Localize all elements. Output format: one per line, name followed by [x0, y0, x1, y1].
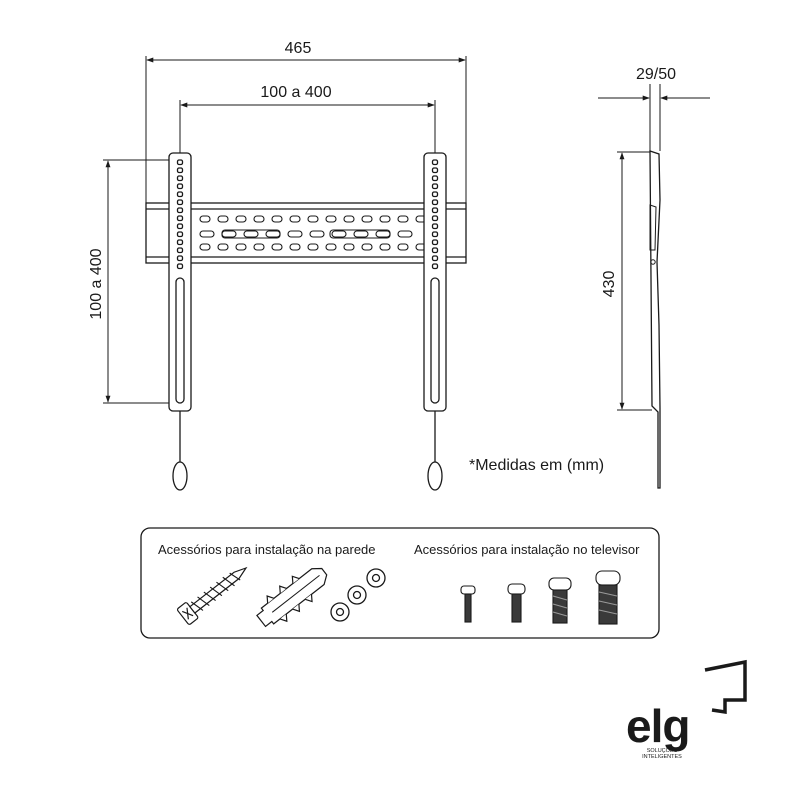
- label-total-width: 465: [285, 40, 312, 57]
- left-pull-cord: [172, 461, 188, 491]
- dimension-height: [617, 151, 652, 411]
- label-vesa-height: 100 a 400: [88, 248, 105, 319]
- brand-name: elg: [626, 700, 689, 752]
- label-depth: 29/50: [636, 66, 676, 83]
- plate-slots: [199, 215, 427, 251]
- accessories-box: [140, 527, 660, 639]
- front-view: [103, 56, 467, 491]
- dimension-total-width: [145, 56, 467, 203]
- wall-plate: [145, 202, 467, 264]
- dimension-vesa-height: [103, 159, 169, 404]
- wall-accessories-title: Acessórios para instalação na parede: [158, 542, 376, 557]
- label-vesa-width: 100 a 400: [260, 84, 331, 101]
- brand-tagline-1: SOLUÇÕES: [647, 747, 678, 754]
- washers-icon: [330, 568, 386, 622]
- right-pull-cord: [427, 461, 443, 491]
- brand-tagline-2: INTELIGENTES: [642, 754, 682, 760]
- left-arm: [168, 152, 192, 491]
- elg-logo: elg SOLUÇÕES INTELIGENTES: [626, 659, 747, 760]
- dimension-vesa-width: [179, 100, 436, 153]
- measurement-note: *Medidas em (mm): [469, 457, 604, 474]
- tv-screw-small-icon: [460, 585, 476, 623]
- tv-screw-large-icon: [548, 577, 572, 624]
- tv-accessories-title: Acessórios para instalação no televisor: [414, 542, 640, 557]
- wall-screw-icon: [176, 566, 248, 625]
- label-height: 430: [601, 271, 618, 298]
- dimension-depth: [598, 84, 710, 151]
- right-arm: [423, 152, 447, 491]
- tv-screw-medium-icon: [507, 583, 526, 623]
- wall-anchor-icon: [256, 567, 328, 628]
- side-view: [598, 84, 710, 489]
- tv-screw-xlarge-icon: [595, 570, 621, 625]
